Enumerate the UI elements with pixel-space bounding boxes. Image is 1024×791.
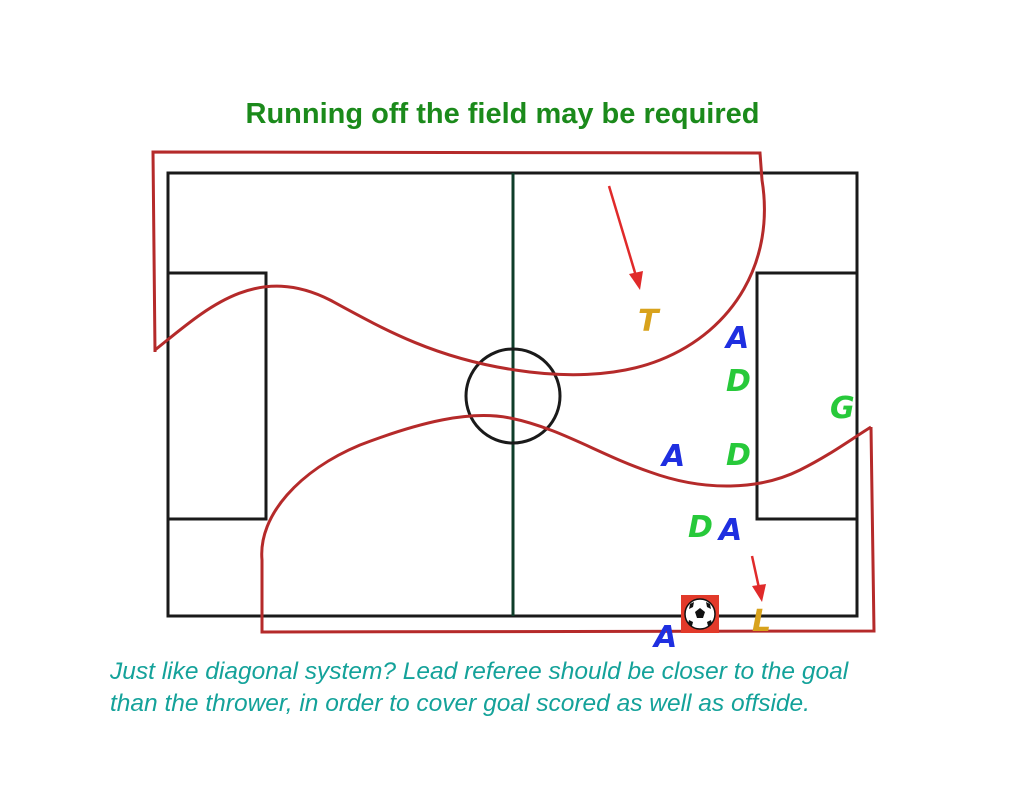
page-title: Running off the field may be required	[245, 98, 760, 130]
attacker-marker: A	[652, 620, 677, 655]
attacker-marker: A	[717, 513, 742, 548]
trail-referee-path	[151, 150, 766, 377]
defender-marker: D	[726, 438, 751, 473]
referee-paths	[151, 150, 876, 634]
arrows	[607, 185, 766, 602]
thrower-marker: T	[638, 304, 661, 339]
defender-marker: D	[726, 364, 751, 399]
center-circle	[464, 347, 562, 445]
goalkeeper-marker: G	[830, 391, 855, 426]
caption-line-1: Just like diagonal system? Lead referee …	[110, 658, 849, 685]
markers: T A D G A D D A L A	[638, 304, 855, 655]
caption: Just like diagonal system? Lead referee …	[110, 656, 990, 720]
lead-arrow	[750, 555, 766, 602]
lead-referee-marker: L	[752, 604, 771, 639]
defender-marker: D	[688, 510, 713, 545]
caption-line-2: than the thrower, in order to cover goal…	[110, 690, 810, 717]
lead-referee-path	[260, 414, 876, 634]
attacker-marker: A	[724, 321, 749, 356]
attacker-marker: A	[660, 439, 685, 474]
right-penalty-box	[755, 271, 859, 521]
left-penalty-box	[166, 271, 268, 521]
thrower-arrow	[607, 185, 643, 290]
soccer-ball-icon	[681, 595, 719, 633]
pitch	[166, 171, 859, 618]
